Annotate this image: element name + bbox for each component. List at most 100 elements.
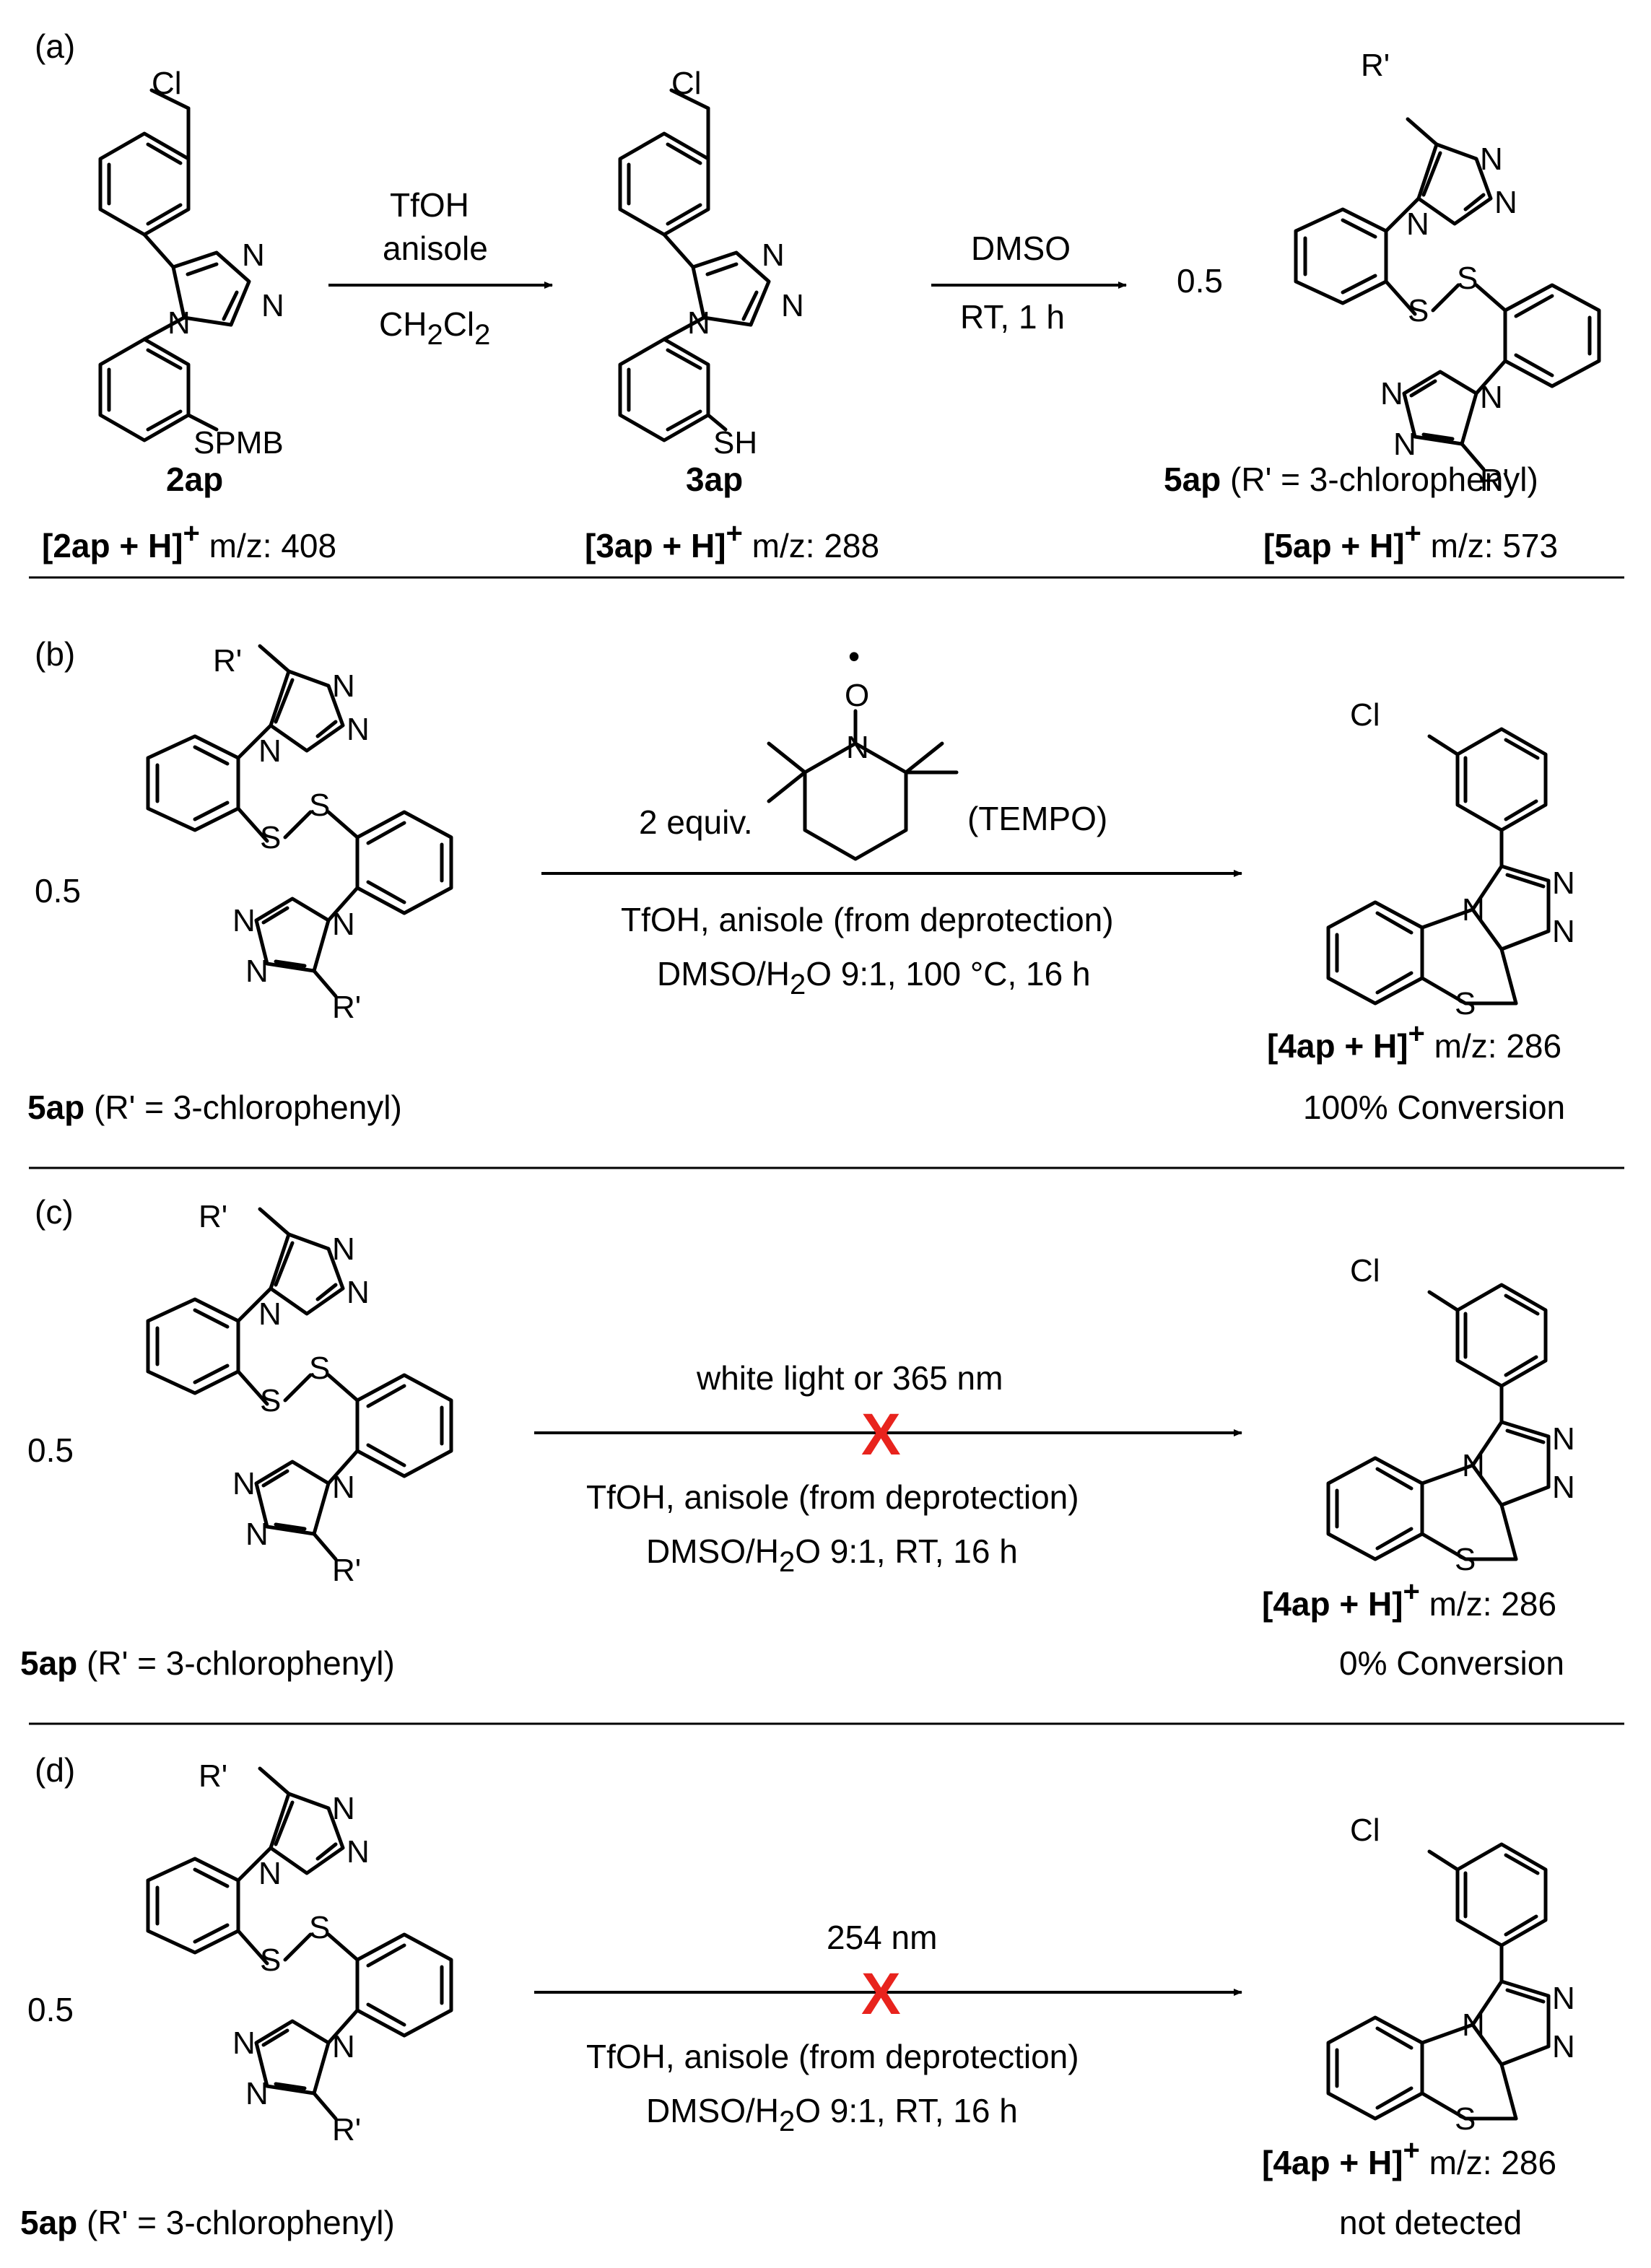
- ms-label: [2ap + H]+ m/z: 408: [42, 518, 336, 564]
- atom-label: N: [1552, 1470, 1575, 1505]
- atom-label: N: [258, 733, 282, 769]
- atom-label: N: [781, 288, 804, 323]
- coefficient: 0.5: [27, 1431, 74, 1469]
- coefficient: 0.5: [35, 872, 81, 910]
- atom-label: S: [260, 820, 281, 855]
- atom-label: N: [846, 730, 869, 765]
- product-4ap-structure: Cl N N N S: [1328, 697, 1575, 1021]
- result-text: not detected: [1339, 2204, 1522, 2241]
- panel-d-tag: (d): [35, 1751, 75, 1789]
- atom-label: R': [332, 2112, 361, 2147]
- condition-text: DMSO/H2O 9:1, RT, 16 h: [646, 2092, 1018, 2137]
- compound-5ap-structure: R' N N N S S N N N R': [1296, 48, 1599, 498]
- condition-text: DMSO: [971, 230, 1071, 267]
- atom-label: N: [332, 1231, 355, 1267]
- condition-text: DMSO/H2O 9:1, 100 °C, 16 h: [657, 955, 1091, 1000]
- atom-label: R': [1480, 463, 1509, 498]
- cross-mark: X: [861, 1402, 901, 1467]
- condition-text: TfOH, anisole (from deprotection): [621, 901, 1114, 938]
- atom-label: N: [1480, 380, 1503, 415]
- atom-label: N: [1393, 427, 1416, 462]
- compound-5ap-structure: R' N N N S S N N N R': [148, 643, 451, 1025]
- result-text: 0% Conversion: [1339, 1644, 1564, 1682]
- compound-name: 5ap (R' = 3-chlorophenyl): [1164, 461, 1538, 498]
- atom-label: N: [1552, 1421, 1575, 1457]
- atom-label: R': [332, 1553, 361, 1588]
- panel-c-tag: (c): [35, 1193, 74, 1231]
- atom-label: N: [332, 1470, 355, 1505]
- atom-label: N: [347, 1834, 370, 1870]
- reagent-equiv: 2 equiv.: [639, 803, 753, 841]
- atom-label: S: [1455, 2101, 1476, 2137]
- atom-label: N: [332, 907, 355, 942]
- atom-label: N: [167, 305, 191, 341]
- ms-label: [4ap + H]+ m/z: 286: [1262, 1576, 1556, 1623]
- condition-text: white light or 365 nm: [696, 1359, 1003, 1397]
- reagent-name: (TEMPO): [967, 800, 1107, 837]
- atom-label: R': [1361, 48, 1390, 83]
- condition-text: TfOH, anisole (from deprotection): [586, 2038, 1079, 2075]
- compound-3ap-structure: Cl N N N SH 3ap: [618, 66, 804, 498]
- atom-label: N: [1462, 1448, 1485, 1483]
- coefficient: 0.5: [27, 1991, 74, 2028]
- atom-label: N: [1552, 1981, 1575, 2016]
- atom-label: N: [1494, 185, 1517, 220]
- radical-dot: •: [848, 637, 860, 675]
- compound-5ap-structure: R' N N N S S N N N R': [148, 1199, 451, 1588]
- condition-text: DMSO/H2O 9:1, RT, 16 h: [646, 1532, 1018, 1578]
- atom-label: N: [687, 305, 710, 341]
- compound-name: 5ap (R' = 3-chlorophenyl): [27, 1089, 402, 1126]
- panel-a: (a) Cl N N N SPMB 2ap [2a: [35, 27, 1599, 564]
- product-4ap-structure: Cl N N N S: [1328, 1253, 1575, 1577]
- atom-label: R': [213, 643, 242, 679]
- result-text: 100% Conversion: [1303, 1089, 1565, 1126]
- atom-label: N: [1380, 376, 1403, 411]
- panel-b-tag: (b): [35, 635, 75, 673]
- atom-label: N: [245, 954, 269, 989]
- atom-label: N: [245, 2076, 269, 2111]
- atom-label: S: [309, 788, 330, 823]
- coefficient: 0.5: [1177, 262, 1223, 300]
- atom-label: Cl: [152, 66, 182, 101]
- cross-mark: X: [861, 1961, 901, 2027]
- atom-label: N: [1552, 2029, 1575, 2064]
- atom-label: N: [232, 2025, 256, 2061]
- atom-label: Cl: [671, 66, 702, 101]
- sub-label: SH: [713, 425, 757, 461]
- condition-text: 254 nm: [827, 1919, 937, 1956]
- ms-label: [5ap + H]+ m/z: 573: [1263, 518, 1558, 564]
- atom-label: N: [1462, 2007, 1485, 2043]
- condition-text: RT, 1 h: [960, 298, 1065, 336]
- panel-a-tag: (a): [35, 27, 75, 65]
- atom-label: S: [260, 1942, 281, 1978]
- atom-label: N: [232, 903, 256, 938]
- compound-name: 5ap (R' = 3-chlorophenyl): [20, 2204, 395, 2241]
- ms-label: [4ap + H]+ m/z: 286: [1267, 1018, 1561, 1065]
- atom-label: R': [332, 990, 361, 1025]
- ms-label: [3ap + H]+ m/z: 288: [585, 518, 879, 564]
- atom-label: N: [332, 2029, 355, 2064]
- atom-label: Cl: [1350, 1813, 1380, 1848]
- atom-label: N: [332, 1791, 355, 1826]
- sub-label: SPMB: [193, 425, 284, 461]
- atom-label: R': [199, 1199, 227, 1234]
- atom-label: S: [1455, 1542, 1476, 1577]
- atom-label: N: [1480, 141, 1503, 177]
- atom-label: N: [242, 237, 265, 273]
- condition-text: CH2Cl2: [379, 305, 490, 351]
- atom-label: N: [258, 1856, 282, 1891]
- compound-name: 5ap (R' = 3-chlorophenyl): [20, 1644, 395, 1682]
- panel-c: (c) 0.5 R' N N N S S N N N R' 5ap (R' = …: [20, 1193, 1575, 1682]
- panel-d: (d) 0.5 R' N N N S S N N N R' 5ap (R' = …: [20, 1751, 1575, 2241]
- atom-label: S: [1455, 986, 1476, 1021]
- atom-label: N: [332, 668, 355, 704]
- atom-label: N: [1552, 914, 1575, 949]
- atom-label: N: [232, 1466, 256, 1501]
- atom-label: N: [258, 1296, 282, 1332]
- atom-label: S: [309, 1351, 330, 1386]
- atom-label: N: [1406, 206, 1429, 242]
- atom-label: O: [845, 678, 869, 713]
- atom-label: S: [309, 1910, 330, 1945]
- condition-text: TfOH, anisole (from deprotection): [586, 1478, 1079, 1516]
